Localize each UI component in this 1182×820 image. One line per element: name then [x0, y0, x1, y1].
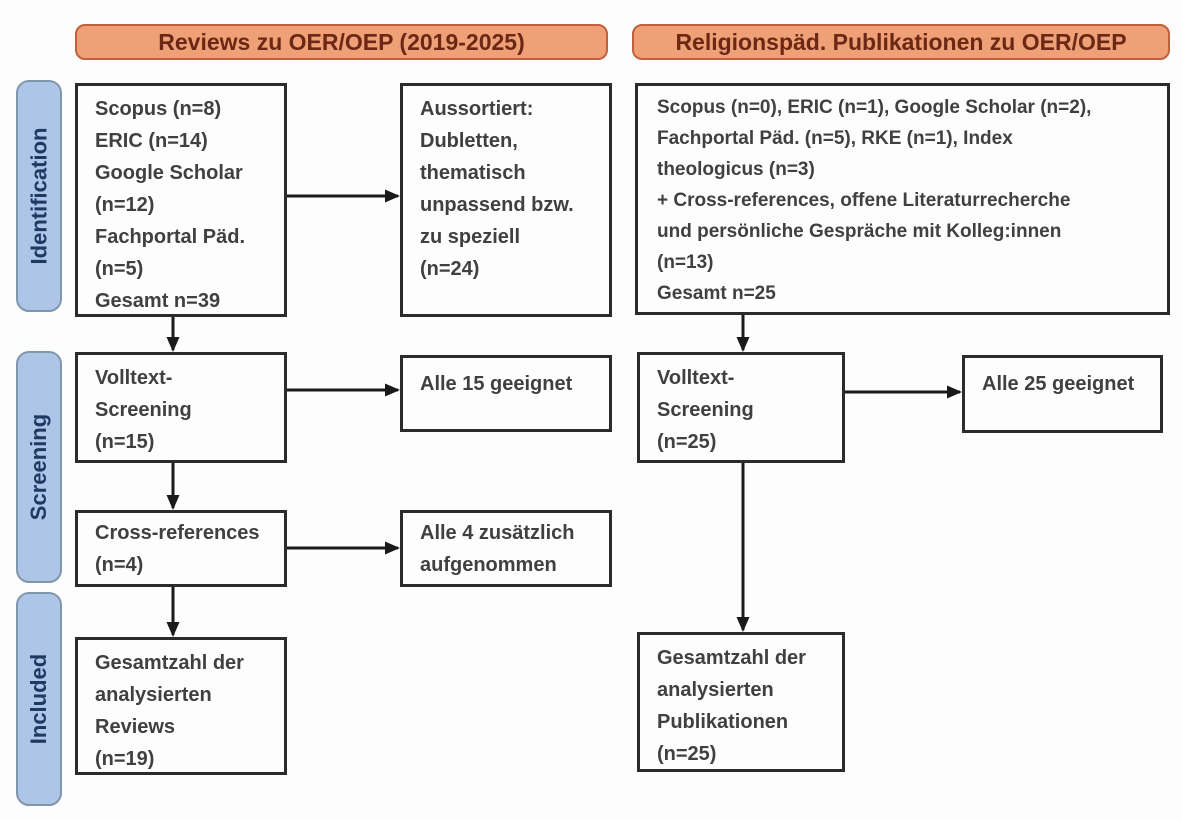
box-line: Google Scholar — [95, 162, 243, 184]
column-header-reviews: Reviews zu OER/OEP (2019-2025) — [75, 24, 608, 60]
box-left-identification: Scopus (n=8) ERIC (n=14) Google Scholar … — [75, 83, 287, 317]
box-line: zu speziell — [420, 226, 521, 248]
box-line: Screening — [95, 399, 192, 421]
stage-identification-label: Identification — [26, 127, 52, 265]
box-line: + Cross-references, offene Literaturrech… — [657, 190, 1071, 211]
box-line: (n=5) — [95, 258, 144, 280]
box-right-included-total: Gesamtzahl der analysierten Publikatione… — [637, 632, 845, 772]
box-line: unpassend bzw. — [420, 194, 574, 216]
box-left-excluded: Aussortiert: Dubletten, thematisch unpas… — [400, 83, 612, 317]
box-line: (n=24) — [420, 258, 480, 280]
box-line: (n=25) — [657, 431, 717, 453]
box-line: Fachportal Päd. — [95, 226, 246, 248]
column-header-religionspaed-label: Religionspäd. Publikationen zu OER/OEP — [675, 28, 1127, 55]
box-line: Cross-references — [95, 522, 260, 544]
box-line: ERIC (n=14) — [95, 130, 208, 152]
box-line: Screening — [657, 399, 754, 421]
box-line: analysierten — [657, 679, 774, 701]
box-right-eligible: Alle 25 geeignet — [962, 355, 1163, 433]
box-line: (n=4) — [95, 554, 144, 576]
box-line: Fachportal Päd. (n=5), RKE (n=1), Index — [657, 128, 1013, 149]
box-line: thematisch — [420, 162, 526, 184]
box-line: und persönliche Gespräche mit Kolleg:inn… — [657, 221, 1062, 242]
box-line: theologicus (n=3) — [657, 159, 815, 180]
box-line: Gesamt n=25 — [657, 283, 776, 304]
box-line: Gesamtzahl der — [95, 652, 244, 674]
stage-screening-label: Screening — [26, 413, 51, 521]
box-line: (n=25) — [657, 743, 717, 765]
box-line: analysierten — [95, 684, 212, 706]
box-right-fulltext-screening: Volltext- Screening (n=25) — [637, 352, 845, 463]
box-line: Publikationen — [657, 711, 789, 733]
stage-included: Included — [16, 592, 62, 806]
box-line: Gesamt n=39 — [95, 290, 221, 312]
box-line: (n=13) — [657, 252, 714, 273]
box-left-added: Alle 4 zusätzlich aufgenommen — [400, 510, 612, 587]
box-left-eligible: Alle 15 geeignet — [400, 355, 612, 432]
box-left-included-total: Gesamtzahl der analysierten Reviews (n=1… — [75, 637, 287, 775]
box-line: (n=12) — [95, 194, 155, 216]
box-line: Alle 4 zusätzlich — [420, 522, 575, 544]
box-line: Dubletten, — [420, 130, 518, 152]
box-line: Scopus (n=8) — [95, 98, 222, 120]
box-left-fulltext-screening: Volltext- Screening (n=15) — [75, 352, 287, 463]
box-right-identification: Scopus (n=0), ERIC (n=1), Google Scholar… — [635, 83, 1170, 315]
box-line: Reviews — [95, 716, 176, 738]
box-line: Alle 15 geeignet — [420, 373, 573, 395]
box-line: Volltext- — [95, 367, 173, 389]
box-line: Volltext- — [657, 367, 735, 389]
box-line: Gesamtzahl der — [657, 647, 806, 669]
box-line: aufgenommen — [420, 554, 557, 576]
column-header-religionspaed: Religionspäd. Publikationen zu OER/OEP — [632, 24, 1170, 60]
box-left-crossreferences: Cross-references (n=4) — [75, 510, 287, 587]
box-line: Alle 25 geeignet — [982, 373, 1135, 395]
column-header-reviews-label: Reviews zu OER/OEP (2019-2025) — [158, 28, 525, 55]
box-line: (n=19) — [95, 748, 155, 770]
stage-identification: Identification — [16, 80, 62, 312]
stage-screening: Screening — [16, 351, 62, 583]
box-line: Aussortiert: — [420, 98, 534, 120]
box-line: (n=15) — [95, 431, 155, 453]
box-line: Scopus (n=0), ERIC (n=1), Google Scholar… — [657, 97, 1092, 118]
stage-included-label: Included — [26, 653, 52, 745]
